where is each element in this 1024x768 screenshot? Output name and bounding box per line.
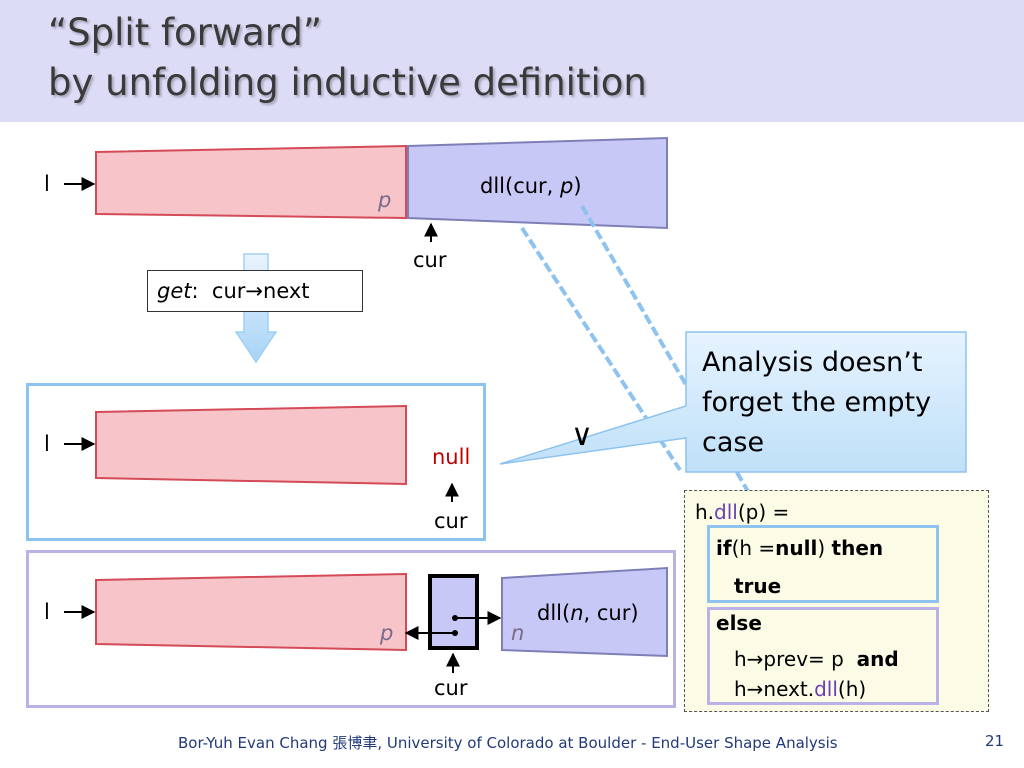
title-line-1: “Split forward” — [48, 11, 322, 54]
dll-suffix-case2: , cur) — [583, 601, 639, 625]
dll-p: p — [560, 174, 574, 198]
slide-title: “Split forward” by unfolding inductive d… — [48, 8, 647, 108]
dll-prefix: dll(cur, — [480, 174, 561, 198]
if-close: ) — [817, 536, 826, 560]
list-segment-node-case — [95, 572, 407, 652]
next-expr: h→next. — [734, 677, 815, 701]
dll-prefix-case2: dll( — [537, 601, 571, 625]
get-keyword: get — [157, 279, 192, 303]
else-branch-box — [707, 607, 939, 705]
if-branch-box — [707, 525, 939, 603]
next-dll: dll — [814, 677, 838, 701]
callout-balloon — [499, 331, 967, 473]
dll-n-cur-label: dll(n, cur) — [537, 601, 639, 625]
dll-suffix: ) — [573, 174, 582, 198]
get-colon: : — [191, 279, 199, 303]
def-header: h.dll(p) = — [695, 500, 789, 524]
true-line: true — [734, 574, 781, 598]
list-node — [428, 574, 479, 650]
def-dll: dll — [714, 500, 738, 524]
cur-label-case1: cur — [434, 509, 468, 533]
dll-definition-box: h.dll(p) = if(h =null) then true else h→… — [684, 490, 989, 712]
node-case-box — [26, 550, 676, 708]
def-h: h. — [695, 500, 715, 524]
dll-segment-node-case — [501, 566, 668, 658]
cur-label-top: cur — [413, 248, 447, 272]
title-line-2: by unfolding inductive definition — [48, 61, 647, 104]
l-label-top: l — [44, 172, 50, 196]
list-segment-null-case — [95, 404, 407, 486]
get-operation-box: get: cur→next — [147, 270, 363, 312]
def-params: (p) = — [737, 500, 790, 524]
callout-text: Analysis doesn’t forget the empty case — [702, 347, 932, 458]
then-keyword: then — [831, 536, 884, 560]
null-keyword: null — [775, 536, 818, 560]
dll-cur-p-label: dll(cur, p) — [480, 174, 582, 198]
dll-segment-top — [407, 136, 668, 230]
get-expr: cur→next — [211, 279, 310, 303]
footer-citation: Bor-Yuh Evan Chang 張博聿, University of Co… — [178, 734, 838, 752]
and-keyword: and — [856, 647, 899, 671]
if-keyword: if — [716, 536, 732, 560]
list-segment-top — [95, 144, 407, 220]
null-case-box — [26, 383, 486, 541]
true-keyword: true — [734, 574, 782, 598]
dll-n: n — [570, 601, 584, 625]
page-number: 21 — [985, 732, 1005, 750]
title-banner — [0, 0, 1024, 122]
l-label-case2: l — [44, 600, 50, 624]
null-label: null — [432, 445, 471, 469]
p-label-case2: p — [380, 621, 394, 645]
cur-label-case2: cur — [434, 676, 468, 700]
if-line: if(h =null) then — [716, 536, 883, 560]
or-symbol: ∨ — [571, 418, 593, 453]
else-keyword: else — [716, 611, 762, 635]
next-arg: (h) — [837, 677, 867, 701]
next-line: h→next.dll(h) — [734, 677, 866, 701]
n-label-case2: n — [511, 621, 525, 645]
p-label-top: p — [378, 188, 392, 212]
else-line: else — [716, 611, 762, 635]
l-label-case1: l — [44, 432, 50, 456]
if-cond: (h = — [731, 536, 776, 560]
prev-expr: h→prev= p — [734, 647, 844, 671]
prev-line: h→prev= p and — [734, 647, 899, 671]
